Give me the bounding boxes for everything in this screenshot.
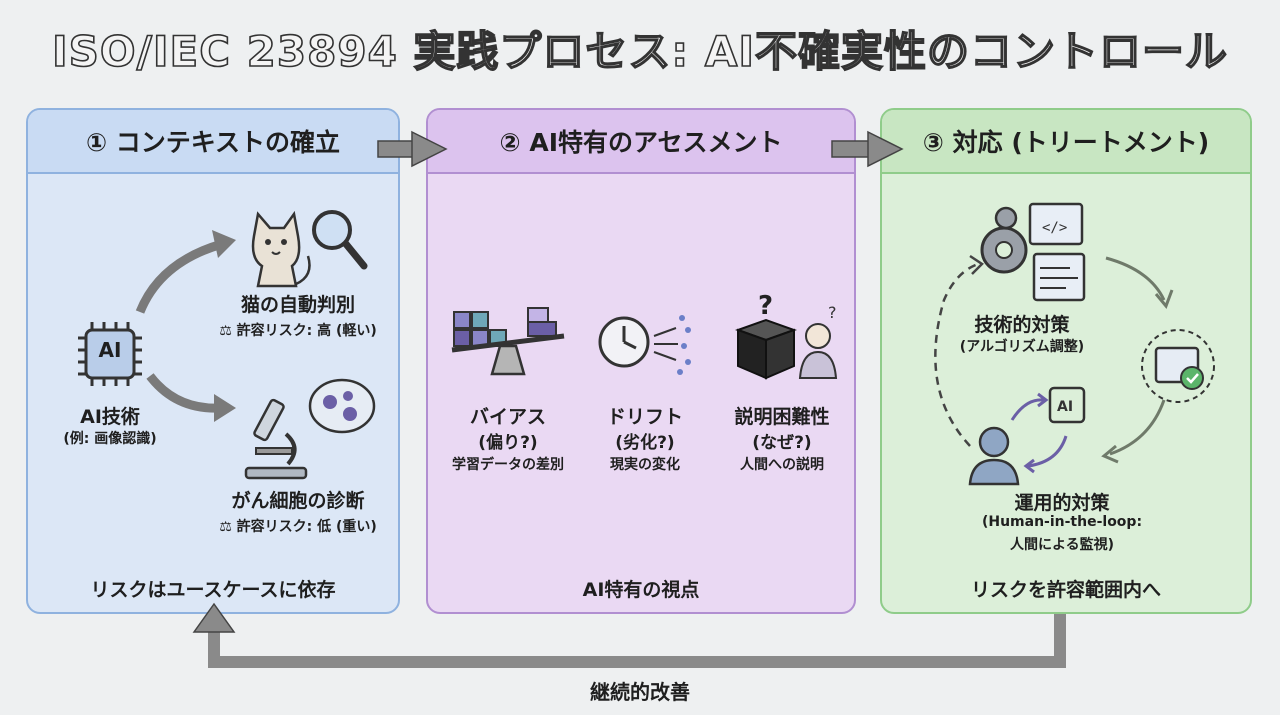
svg-text:</>: </> (1042, 220, 1067, 236)
svg-text:?: ? (828, 303, 837, 322)
cycle-arrow-bottom-right-head (1101, 444, 1119, 464)
case-cancer-risk: 許容リスク: 低 (重い) (236, 519, 377, 535)
ops-measure-sub2: 人間による監視) (1010, 537, 1114, 553)
ai-tech-label: AI技術 (80, 406, 140, 428)
arrow-to-cat-head (212, 230, 236, 258)
case-cat-title: 猫の自動判別 (240, 294, 355, 316)
arrow-2-to-3-shaft (831, 140, 873, 158)
cat-icon (251, 210, 311, 288)
cycle-arrow-bottom-right (1109, 399, 1166, 456)
panel-assessment-header: ② AI特有のアセスメント (428, 110, 854, 174)
cell-bubble-icon (308, 378, 376, 434)
gear-code-icon: </> (980, 202, 1086, 302)
tech-measure-sub: (アルゴリズム調整) (959, 339, 1085, 355)
arrow-1-to-2-head (411, 130, 448, 168)
scale-icon: ⚖ (219, 323, 232, 339)
panel-context-footer: リスクはユースケースに依存 (90, 579, 336, 601)
cycle-arrow-left-head (969, 254, 984, 275)
scale-icon: ⚖ (219, 519, 232, 535)
cycle-arrow-left-dashed (934, 262, 979, 447)
case-cat-risk: 許容リスク: 高 (軽い) (236, 323, 377, 339)
magnifier-icon (312, 210, 368, 270)
cycle-arrow-top-right (1105, 256, 1166, 301)
seesaw-icon (451, 307, 565, 376)
panel-context: ① コンテキストの確立 AI AI技術 (例: 画像認識) 猫の自動判別 ⚖ 許… (26, 108, 400, 614)
explain-title: 説明困難性 (734, 406, 830, 428)
human-in-loop-icon: AI (968, 386, 1086, 486)
panel-context-header: ① コンテキストの確立 (28, 110, 398, 174)
explain-sub: (なぜ?) (752, 433, 812, 453)
microscope-icon (244, 398, 308, 480)
ops-measure-sub1: (Human-in-the-loop: (981, 514, 1143, 530)
drift-title: ドリフト (606, 406, 683, 428)
explain-desc: 人間への説明 (740, 457, 824, 473)
bias-title: バイアス (469, 406, 546, 428)
arrow-to-cat-case (135, 239, 224, 314)
arrow-to-cancer-head (214, 394, 236, 422)
svg-text:?: ? (758, 291, 773, 321)
arrow-to-cancer-case (146, 373, 221, 413)
mini-ai-chip-label: AI (1057, 399, 1073, 415)
drift-sub: (劣化?) (615, 433, 675, 453)
page-title: ISO/IEC 23894 実践プロセス: AI不確実性のコントロール (51, 26, 1228, 77)
panel-treatment-header: ③ 対応 (トリートメント) (882, 110, 1250, 174)
panel-assessment: ② AI特有のアセスメント ? ? バイアス (偏り?) 学習データの差別 ドリ… (426, 108, 856, 614)
tech-measure-title: 技術的対策 (974, 314, 1070, 336)
arrow-1-to-2-shaft (377, 140, 417, 158)
clock-drift-icon (598, 315, 691, 375)
drift-desc: 現実の変化 (610, 457, 680, 473)
ai-chip-label: AI (98, 338, 122, 362)
panel-treatment: ③ 対応 (トリートメント) </> 技術的対策 (アルゴリズム調整) AI 運… (880, 108, 1252, 614)
black-box-icon: ? ? (735, 291, 838, 380)
verified-window-icon (1141, 329, 1215, 403)
bias-desc: 学習データの差別 (452, 457, 564, 473)
panel-assessment-footer: AI特有の視点 (582, 579, 700, 601)
feedback-loop-arrow (208, 614, 1066, 668)
feedback-loop-arrow-head (192, 602, 236, 633)
ops-measure-title: 運用的対策 (1014, 492, 1110, 514)
cycle-arrow-top-right-head (1154, 289, 1174, 309)
bias-sub: (偏り?) (478, 433, 538, 453)
ai-chip-icon (78, 322, 142, 386)
arrow-2-to-3-head (867, 130, 904, 168)
ai-tech-example: (例: 画像認識) (63, 431, 157, 447)
case-cancer-title: がん細胞の診断 (231, 490, 365, 512)
panel-treatment-footer: リスクを許容範囲内へ (970, 579, 1161, 601)
loop-label: 継続的改善 (590, 680, 690, 704)
